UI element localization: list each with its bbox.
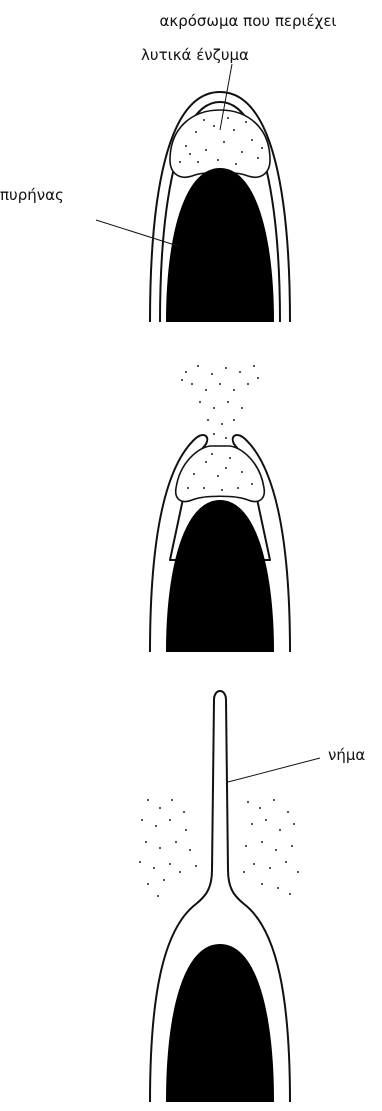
stage-2-releasing-head bbox=[150, 365, 290, 652]
stage-1-intact-head bbox=[150, 92, 290, 322]
stage-3-filament-head bbox=[139, 691, 299, 1102]
stage-3-enzyme-cloud-left bbox=[139, 799, 197, 897]
stage-3-enzyme-cloud-right bbox=[243, 799, 299, 895]
label-filament: νήμα bbox=[328, 746, 365, 764]
label-acrosome-line2: λυτικά ένζυμα bbox=[141, 46, 249, 64]
stage-2-nucleus bbox=[166, 500, 274, 652]
label-acrosome-line1: ακρόσωμα που περιέχει bbox=[159, 12, 336, 30]
leader-filament bbox=[228, 758, 320, 782]
label-nucleus: πυρήνας bbox=[0, 186, 64, 204]
stage-2-enzyme-cloud bbox=[181, 365, 259, 439]
